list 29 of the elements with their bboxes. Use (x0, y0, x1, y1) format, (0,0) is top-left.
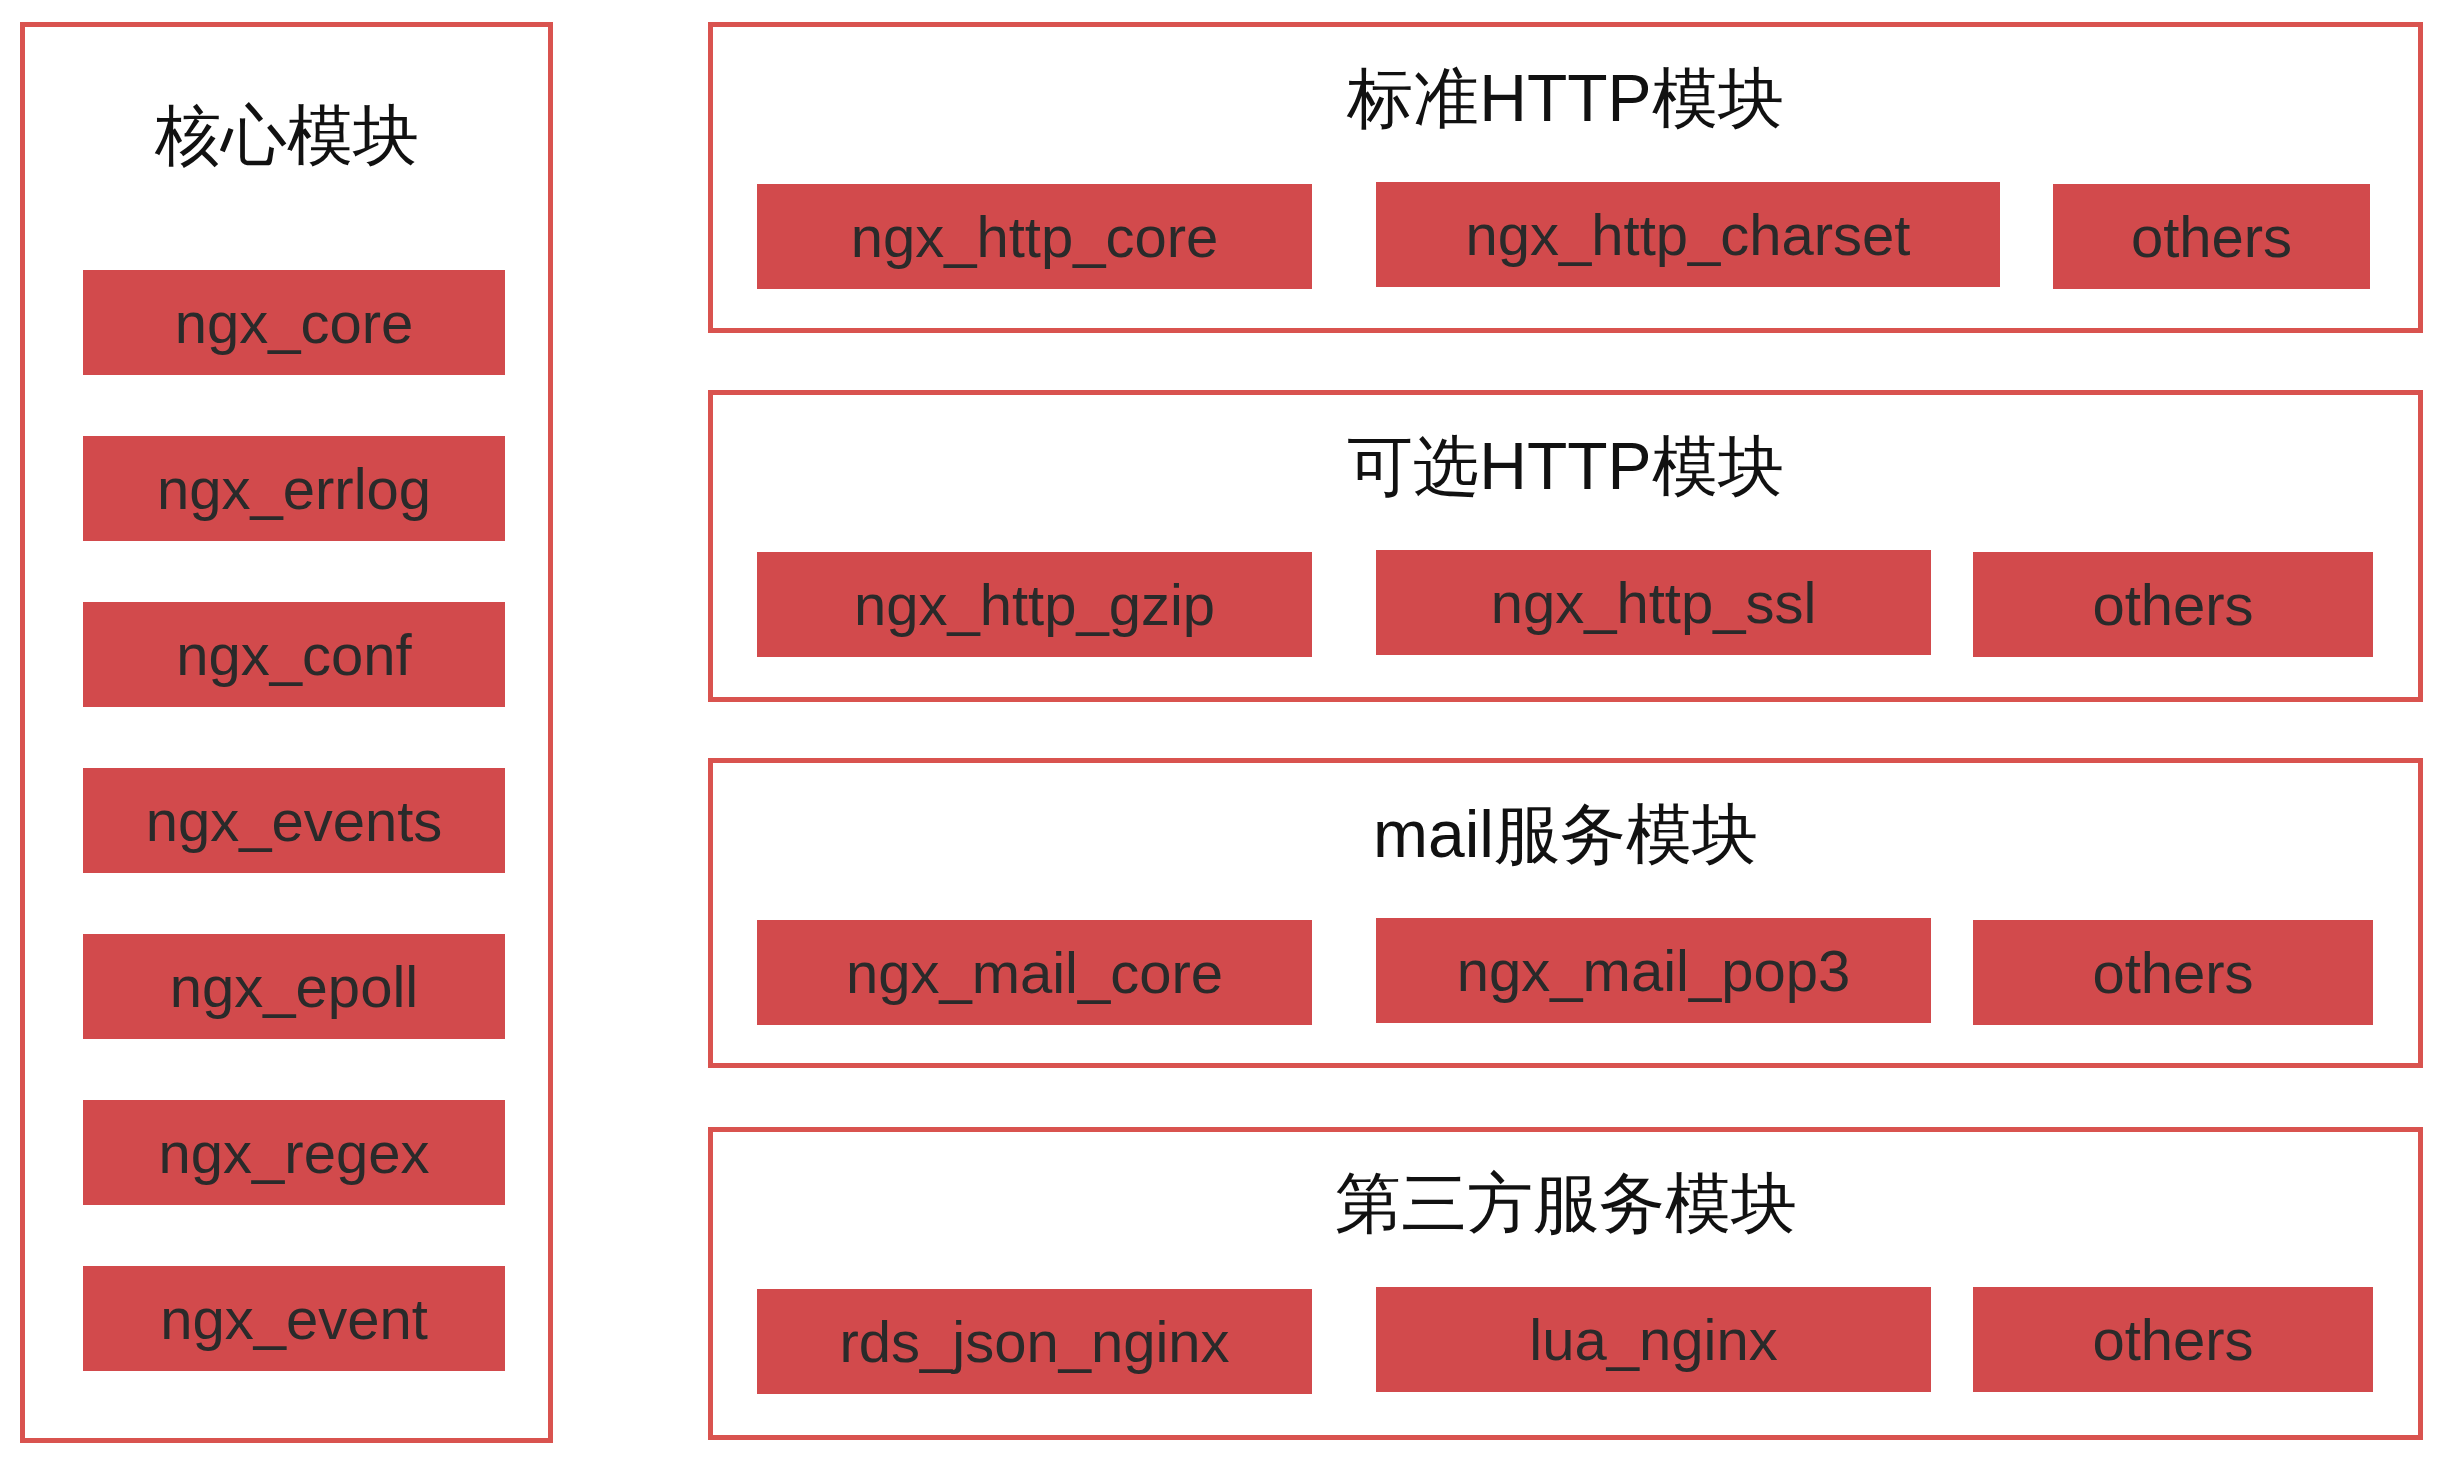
panel-title: 可选HTTP模块 (1346, 433, 1785, 499)
module-box: ngx_events (83, 768, 505, 873)
module-box: others (2053, 184, 2370, 289)
module-box: ngx_conf (83, 602, 505, 707)
module-box: ngx_epoll (83, 934, 505, 1039)
module-box: ngx_core (83, 270, 505, 375)
module-box: others (1973, 1287, 2373, 1392)
module-box: rds_json_nginx (757, 1289, 1312, 1394)
panel-title: 第三方服务模块 (1333, 1170, 1798, 1236)
module-panel (708, 1127, 2423, 1440)
module-box: lua_nginx (1376, 1287, 1931, 1392)
module-box: ngx_http_ssl (1376, 550, 1931, 655)
module-box: ngx_http_charset (1376, 182, 2000, 287)
panel-title: 标准HTTP模块 (1346, 65, 1785, 131)
module-box: ngx_errlog (83, 436, 505, 541)
module-box: ngx_mail_core (757, 920, 1312, 1025)
module-box: ngx_mail_pop3 (1376, 918, 1931, 1023)
module-box: others (1973, 920, 2373, 1025)
module-box: ngx_http_gzip (757, 552, 1312, 657)
panel-title: 核心模块 (153, 102, 420, 168)
module-box: ngx_event (83, 1266, 505, 1371)
module-panel (708, 758, 2423, 1068)
module-panel (708, 22, 2423, 333)
panel-title: mail服务模块 (1372, 801, 1759, 867)
module-box: ngx_http_core (757, 184, 1312, 289)
module-box: others (1973, 552, 2373, 657)
module-panel (708, 390, 2423, 702)
module-panel (20, 22, 553, 1443)
module-box: ngx_regex (83, 1100, 505, 1205)
